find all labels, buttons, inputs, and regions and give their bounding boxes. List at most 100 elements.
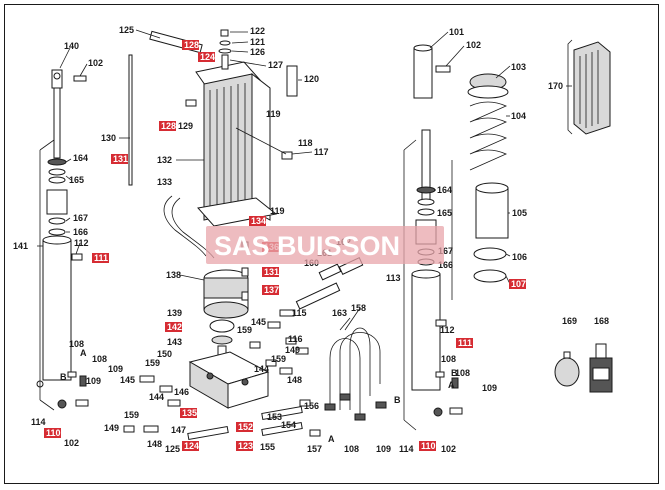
fitting-156: [299, 399, 311, 407]
washer-121: [219, 40, 231, 46]
bracket-bottom: [39, 399, 55, 411]
fitting-159: [143, 425, 159, 433]
fitting-149b: [295, 347, 309, 355]
label-114-right: 114: [399, 444, 414, 454]
rod-130: [128, 54, 133, 186]
pin-108c: [435, 371, 445, 378]
label-109-center: 109: [376, 444, 391, 454]
fitting-145b: [267, 321, 281, 329]
label-130: 130: [101, 133, 116, 143]
pipe-161: [318, 263, 342, 281]
label-163: 163: [332, 308, 347, 318]
hose-158c: [349, 327, 371, 410]
bottle-168-neck: [595, 343, 607, 359]
watermark-band: [206, 226, 444, 264]
label-119-bottom: 119: [270, 206, 285, 216]
seal-164: [47, 158, 67, 166]
label-157: 157: [307, 444, 322, 454]
hose-133: [163, 195, 207, 257]
piston-rod: [53, 87, 61, 159]
nut-137: [241, 291, 249, 301]
label-102-right-bottom: 102: [441, 444, 456, 454]
label-108-left-b: 108: [92, 354, 107, 364]
nut-109: [375, 401, 387, 409]
diagram-frame: [4, 4, 659, 484]
nut-108b: [354, 413, 366, 421]
label-165-right: 165: [437, 208, 452, 218]
label-158: 158: [351, 303, 366, 313]
label-144-right: 144: [254, 364, 269, 374]
label-105: 105: [512, 208, 527, 218]
left-cylinder-assembly: [36, 69, 89, 411]
label-169: 169: [562, 316, 577, 326]
fitting-146: [167, 399, 181, 407]
fitting-118: [281, 151, 293, 160]
base-plate-119: [197, 197, 278, 227]
filter-brace: [567, 39, 573, 135]
label-143: 143: [167, 337, 182, 347]
bottle-169: [554, 357, 580, 387]
label-102-right-top: 102: [466, 40, 481, 50]
label-116: 116: [288, 334, 303, 344]
label-102-left-bottom: 102: [64, 438, 79, 448]
oring-167: [48, 217, 66, 225]
nut-122: [220, 29, 229, 37]
port-2: [241, 378, 249, 386]
label-108-right-b: 108: [455, 368, 470, 378]
label-117: 117: [314, 147, 329, 157]
label-121: 121: [250, 37, 265, 47]
marker-A-left: A: [80, 348, 87, 358]
bracket-153: [261, 405, 303, 421]
consumables: [554, 343, 613, 393]
label-168: 168: [594, 316, 609, 326]
leader-lines: [37, 29, 572, 331]
label-159-right: 159: [271, 354, 286, 364]
nut-108a: [324, 403, 336, 411]
oring-166: [48, 228, 66, 236]
label-120: 120: [304, 74, 319, 84]
pin-102b: [75, 399, 89, 407]
label-164-right: 164: [437, 185, 452, 195]
label-108-right: 108: [441, 354, 456, 364]
label-135: 135: [182, 408, 197, 418]
hose-158b: [339, 332, 381, 410]
bracket-top: [39, 139, 55, 151]
label-104: 104: [511, 111, 526, 121]
label-159-mid: 159: [145, 358, 160, 368]
label-122: 122: [250, 26, 265, 36]
washer-110b: [433, 407, 443, 417]
leader-118: [235, 127, 287, 155]
label-156: 156: [304, 401, 319, 411]
label-132: 132: [157, 155, 172, 165]
bottle-168-label: [592, 367, 610, 381]
label-153: 153: [267, 412, 282, 422]
marker-A-center: A: [328, 434, 335, 444]
filter-170: [567, 39, 611, 135]
washer-126: [218, 48, 232, 54]
label-152: 152: [238, 422, 253, 432]
label-148-left: 148: [147, 439, 162, 449]
label-166-right: 166: [438, 260, 453, 270]
label-146: 146: [174, 387, 189, 397]
fitting-144: [159, 385, 173, 393]
watermark: SAS BUISSON: [206, 226, 444, 264]
nut-128-129: [185, 99, 197, 107]
label-159-bottom: 159: [124, 410, 139, 420]
label-128: 128: [161, 121, 176, 131]
rod-end-101: [413, 47, 433, 99]
highlighted-labels: 128 124 128 131 134 136 111 131 137 107 …: [44, 40, 526, 451]
nut-109: [79, 375, 87, 387]
pipe-160: [295, 282, 341, 310]
ring-107: [473, 269, 507, 283]
pipe-assembly: [295, 257, 387, 421]
label-150: 150: [157, 349, 172, 359]
label-124: 124: [184, 441, 199, 451]
label-125-bottom: 125: [165, 444, 180, 454]
seal-142: [211, 335, 233, 345]
label-134: 134: [251, 216, 266, 226]
label-145-left: 145: [120, 375, 135, 385]
label-164-left: 164: [73, 153, 88, 163]
label-154: 154: [281, 420, 296, 430]
label-114-left: 114: [31, 417, 46, 427]
